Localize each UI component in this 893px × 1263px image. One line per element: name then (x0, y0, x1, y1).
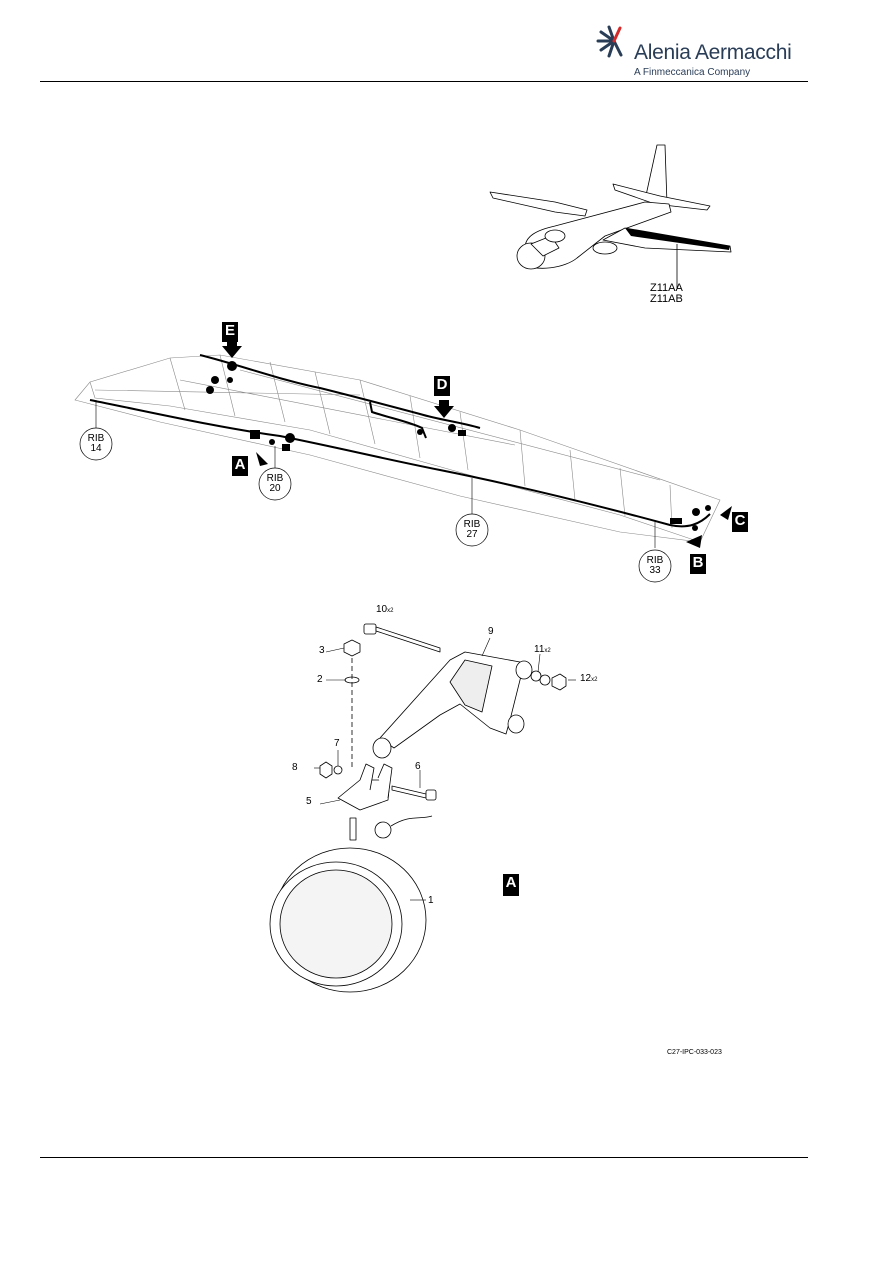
wing-harness-view (74, 322, 748, 583)
rib-number: 27 (466, 529, 478, 540)
figure-code: C27-IPC-033-023 (667, 1049, 722, 1056)
item-8: 8 (292, 762, 298, 773)
item-7: 7 (334, 738, 340, 749)
brand-name: Alenia Aermacchi (634, 41, 792, 64)
callout-e: E (224, 322, 235, 339)
item-10: 10x2 (376, 604, 394, 615)
rib-number: 14 (90, 443, 102, 454)
aircraft-locator-view (489, 144, 732, 288)
item-1: 1 (428, 895, 434, 906)
item-3: 3 (319, 645, 325, 656)
detail-a-exploded-view (269, 623, 576, 993)
zone-label: Z11AA (650, 282, 683, 294)
callout-d: D (436, 376, 448, 393)
item-5: 5 (306, 796, 312, 807)
item-12: 12x2 (580, 673, 598, 684)
rib-label: RIB (87, 433, 105, 444)
logo-burst-icon (596, 25, 623, 58)
detail-a-view-letter: A (505, 874, 517, 891)
rib-number: 20 (269, 483, 281, 494)
rib-label: RIB (463, 519, 481, 530)
rib-label-14: RIB 14 (78, 434, 114, 454)
item-6: 6 (415, 761, 421, 772)
callout-a: A (234, 456, 246, 473)
rib-label-20: RIB 20 (257, 474, 293, 494)
rib-label: RIB (266, 473, 284, 484)
zone-label: Z11AB (650, 293, 683, 305)
footer-rule (40, 1157, 808, 1158)
rib-label-33: RIB 33 (637, 556, 673, 576)
zone-label-list: Z11AA Z11AB (650, 283, 683, 305)
callout-c: C (734, 512, 746, 529)
rib-label: RIB (646, 555, 664, 566)
brand-tagline: A Finmeccanica Company (634, 67, 751, 78)
header-rule (40, 81, 808, 82)
rib-label-27: RIB 27 (454, 520, 490, 540)
callout-b: B (692, 554, 704, 571)
item-11: 11x2 (534, 644, 551, 655)
rib-number: 33 (649, 565, 661, 576)
item-9: 9 (488, 626, 494, 637)
item-2: 2 (317, 674, 323, 685)
